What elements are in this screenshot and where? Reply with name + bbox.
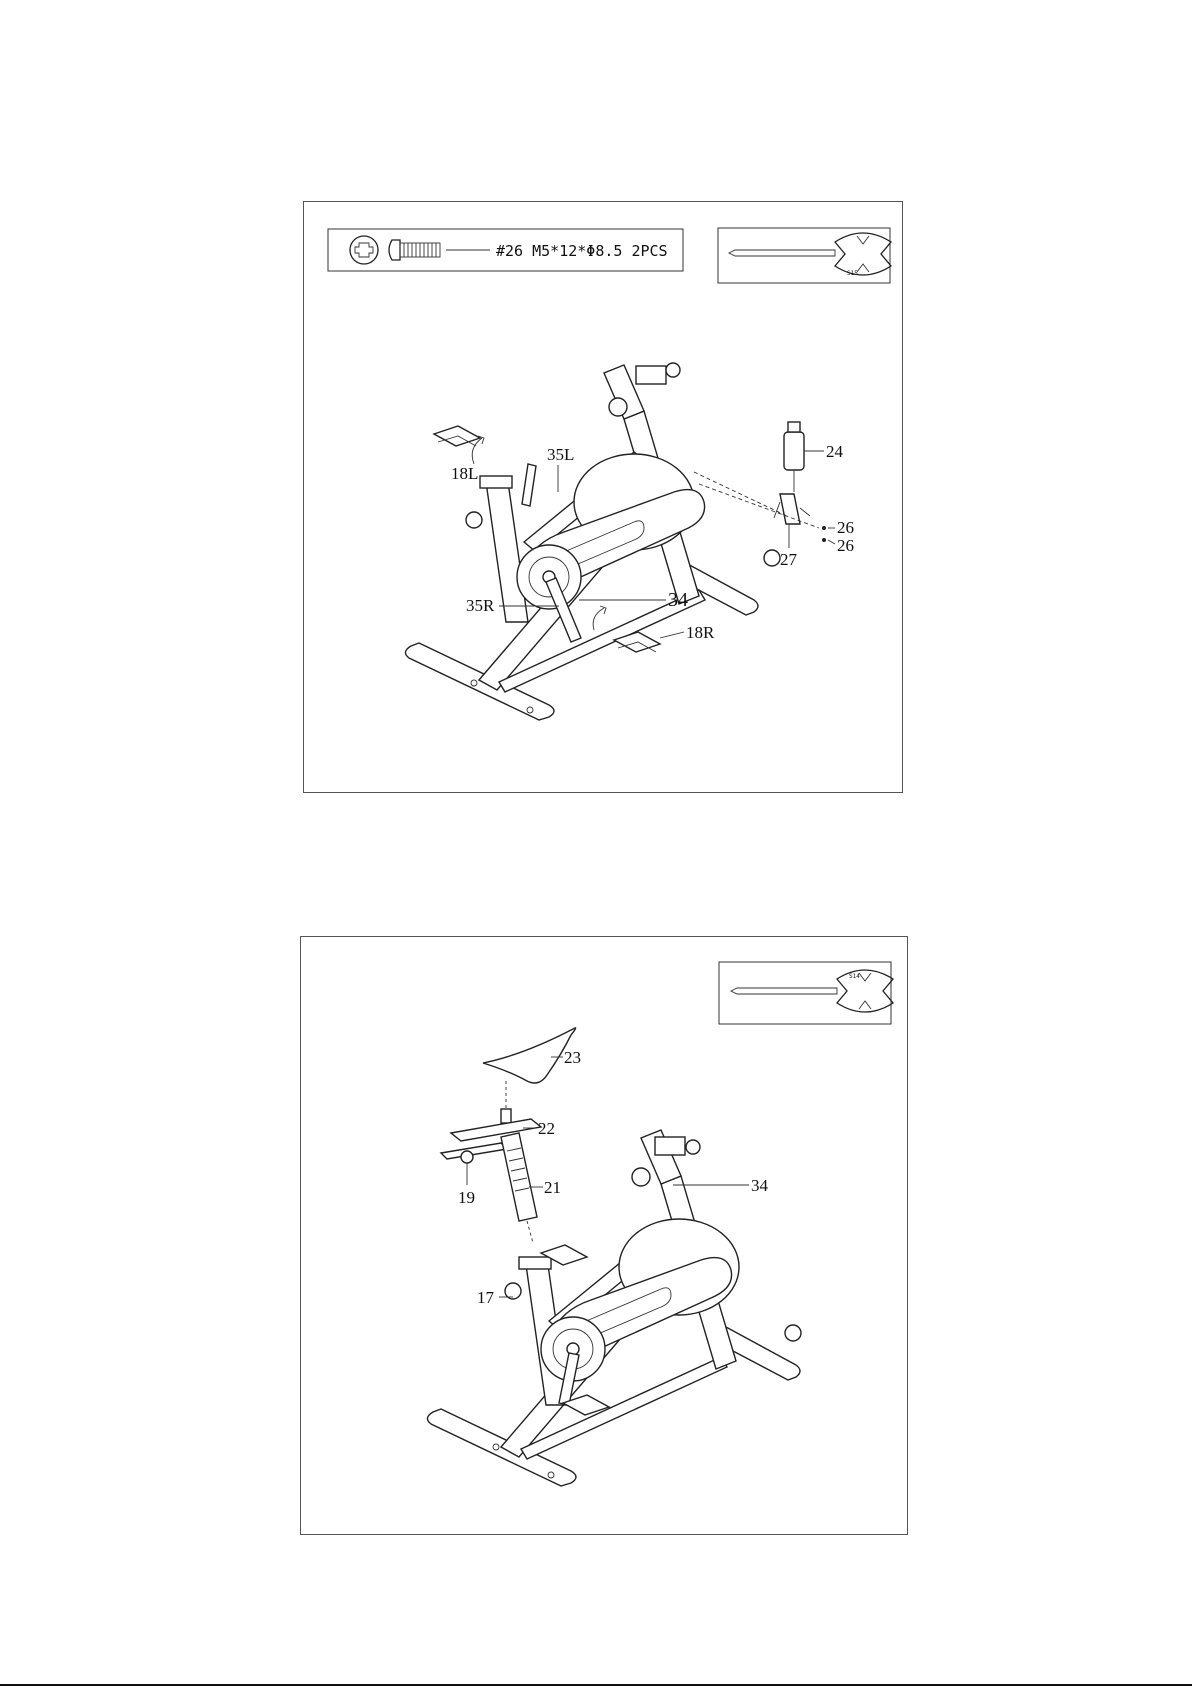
- wrench-icon: S14: [731, 970, 893, 1012]
- step1-diagram-panel: #26 M5*12*Φ8.5 2PCS S15: [303, 201, 903, 793]
- step2-diagram-panel: S14: [300, 936, 908, 1535]
- part-label-24: 24: [826, 442, 844, 461]
- part-label-19: 19: [458, 1188, 475, 1207]
- part-label-27: 27: [780, 550, 798, 569]
- step2-diagram: S14: [301, 937, 907, 1534]
- wrench-box: S15: [718, 228, 891, 283]
- wrench-box: S14: [719, 962, 893, 1024]
- wrench-size-label: S15: [847, 270, 858, 277]
- bike-frame-drawing: [427, 1130, 801, 1486]
- part-label-34: 34: [668, 589, 688, 611]
- wrench-size-label: S14: [849, 973, 860, 980]
- wrench-icon: S15: [729, 233, 891, 277]
- hardware-text: #26 M5*12*Φ8.5 2PCS: [496, 242, 668, 260]
- part-label-23: 23: [564, 1048, 581, 1067]
- step1-diagram: #26 M5*12*Φ8.5 2PCS S15: [304, 202, 902, 792]
- screw-side-icon: [389, 240, 440, 260]
- part-label-18R: 18R: [686, 623, 715, 642]
- part-label-17: 17: [477, 1288, 495, 1307]
- part-label-35L: 35L: [547, 445, 574, 464]
- part-label-35R: 35R: [466, 596, 495, 615]
- screw-head-icon: [350, 236, 378, 264]
- part-label-26a: 26: [837, 518, 854, 537]
- part-label-34: 34: [751, 1176, 769, 1195]
- hardware-box: #26 M5*12*Φ8.5 2PCS: [328, 229, 683, 271]
- part-label-18L: 18L: [451, 464, 478, 483]
- part-label-22: 22: [538, 1119, 555, 1138]
- part-label-26b: 26: [837, 536, 854, 555]
- part-label-21: 21: [544, 1178, 561, 1197]
- seat-assembly-drawing: [441, 1028, 576, 1243]
- bike-frame-drawing: [405, 363, 826, 720]
